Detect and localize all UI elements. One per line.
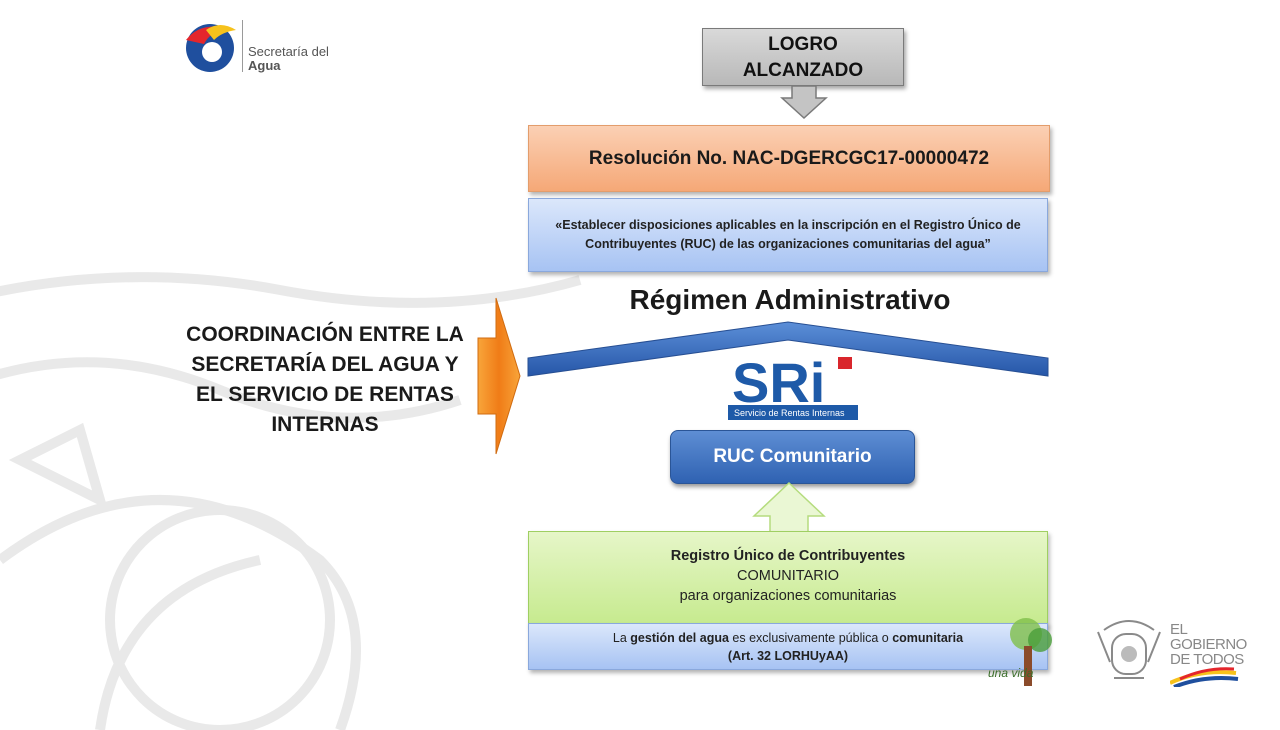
registro-line1: Registro Único de Contribuyentes bbox=[670, 548, 906, 564]
ruc-button-label: RUC Comunitario bbox=[713, 446, 872, 467]
gobierno-l1: EL bbox=[1170, 621, 1188, 638]
gestion-line1: La gestión del agua es exclusivamente pú… bbox=[529, 629, 1047, 647]
logro-line2: ALCANZADO bbox=[742, 60, 864, 81]
gobierno-l2: GOBIERNO bbox=[1170, 636, 1247, 653]
roof-shape bbox=[527, 321, 1049, 377]
disposiciones-text: «Establecer disposiciones aplicables en … bbox=[555, 218, 1021, 251]
escudo-icon bbox=[1097, 620, 1161, 679]
orange-arrow-icon bbox=[477, 297, 521, 455]
resolucion-text: Resolución No. NAC-DGERCGC17-00000472 bbox=[588, 147, 990, 169]
logo-line1: Secretaría del bbox=[248, 44, 329, 59]
water-drop-icon bbox=[186, 24, 236, 72]
logo-line2: Agua bbox=[248, 58, 281, 73]
sri-letters: SRi bbox=[732, 355, 825, 414]
watermark-seal bbox=[0, 272, 582, 730]
sri-subtitle: Servicio de Rentas Internas bbox=[734, 408, 845, 418]
resolucion-box: Resolución No. NAC-DGERCGC17-00000472 bbox=[528, 125, 1050, 192]
ruc-comunitario-button[interactable]: RUC Comunitario bbox=[670, 430, 915, 484]
logro-line1: LOGRO bbox=[768, 34, 838, 55]
disposiciones-box: «Establecer disposiciones aplicables en … bbox=[528, 198, 1048, 272]
gestion-line2: (Art. 32 LORHUyAA) bbox=[727, 649, 849, 663]
sri-logo: SRi Servicio de Rentas Internas bbox=[728, 351, 858, 420]
logro-alcanzado-box: LOGRO ALCANZADO bbox=[702, 28, 904, 86]
gobierno-ribbon-icon bbox=[1169, 667, 1239, 689]
tree-logo-text: una vida bbox=[988, 666, 1034, 680]
gobierno-de-todos-logo: EL GOBIERNO DE TODOS bbox=[1169, 621, 1250, 692]
registro-line2: COMUNITARIO bbox=[736, 568, 840, 584]
regimen-title: Régimen Administrativo bbox=[629, 284, 951, 315]
gestion-part1: La bbox=[612, 631, 631, 645]
gestion-bold2: comunitaria bbox=[892, 631, 964, 645]
coordinacion-text: COORDINACIÓN ENTRE LA SECRETARÍA DEL AGU… bbox=[186, 323, 464, 436]
registro-box: Registro Único de Contribuyentes COMUNIT… bbox=[528, 531, 1048, 626]
down-arrow-icon bbox=[780, 86, 828, 120]
gobierno-l3: DE TODOS bbox=[1170, 651, 1244, 668]
gestion-box: La gestión del agua es exclusivamente pú… bbox=[528, 623, 1048, 670]
registro-line3: para organizaciones comunitarias bbox=[679, 588, 897, 604]
gestion-part2: es exclusivamente pública o bbox=[728, 631, 893, 645]
gestion-bold1: gestión del agua bbox=[630, 631, 729, 645]
secretaria-agua-logo: Secretaría del Agua bbox=[176, 18, 346, 78]
tree-logo: una vida bbox=[982, 610, 1062, 690]
up-arrow-icon bbox=[752, 482, 826, 532]
tree-icon bbox=[1010, 618, 1052, 686]
